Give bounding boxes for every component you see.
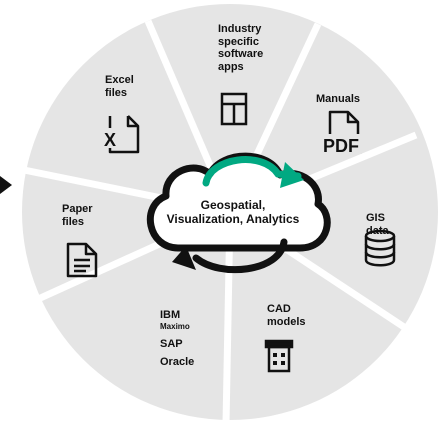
- gis-data-label: GIS data: [366, 212, 389, 237]
- center-label-line2: Visualization, Analytics: [166, 212, 300, 226]
- industry-label-line2: specific: [218, 35, 259, 48]
- industry-label-line3: software: [218, 48, 264, 60]
- window-grid-icon: [220, 92, 248, 126]
- database-icon: [364, 229, 396, 267]
- industry-apps-label: Industry specific software apps: [218, 23, 263, 73]
- ibm-label: IBM: [160, 309, 181, 321]
- cad-label-line2: models: [267, 315, 306, 328]
- pdf-icon-text: PDF: [323, 136, 359, 156]
- cad-label-line1: CAD: [267, 303, 291, 315]
- sap-label: SAP: [160, 337, 183, 350]
- manuals-label: Manuals: [316, 93, 361, 105]
- gis-label-line1: GIS: [366, 212, 385, 224]
- excel-label-line2: files: [105, 86, 128, 99]
- center-label: Geospatial, Visualization, Analytics: [148, 198, 318, 226]
- excel-label-bg: [98, 128, 120, 148]
- text-document-icon: [66, 242, 98, 278]
- cad-models-label: CAD models: [267, 303, 306, 328]
- excel-files-label: Excel files: [105, 74, 134, 99]
- cycle-arrowhead-bottom-icon: [172, 246, 196, 270]
- oracle-label: Oracle: [160, 356, 195, 368]
- erp-systems-label: IBM Maximo SAP Oracle: [160, 309, 194, 369]
- center-label-line1: Geospatial,: [200, 198, 266, 212]
- building-icon: [264, 339, 294, 373]
- paper-files-label: Paper files: [62, 203, 93, 228]
- input-arrow-icon: [0, 176, 12, 194]
- maximo-label: Maximo: [160, 321, 190, 331]
- paper-label-line2: files: [62, 215, 85, 228]
- industry-label-line4: apps: [218, 60, 244, 73]
- paper-label-line1: Paper: [62, 203, 93, 215]
- excel-icon-text: X: [104, 130, 116, 150]
- excel-label-line1: Excel: [105, 74, 134, 86]
- cycle-arrowhead-top-icon: [280, 162, 304, 188]
- cycle-arrow-bottom-icon: [192, 238, 288, 274]
- wedge-dividers: [23, 19, 418, 424]
- pdf-label-bg: [320, 134, 362, 154]
- pdf-document-icon: [328, 110, 360, 150]
- industry-label-line1: Industry: [218, 23, 262, 35]
- gis-label-line2: data: [366, 224, 389, 237]
